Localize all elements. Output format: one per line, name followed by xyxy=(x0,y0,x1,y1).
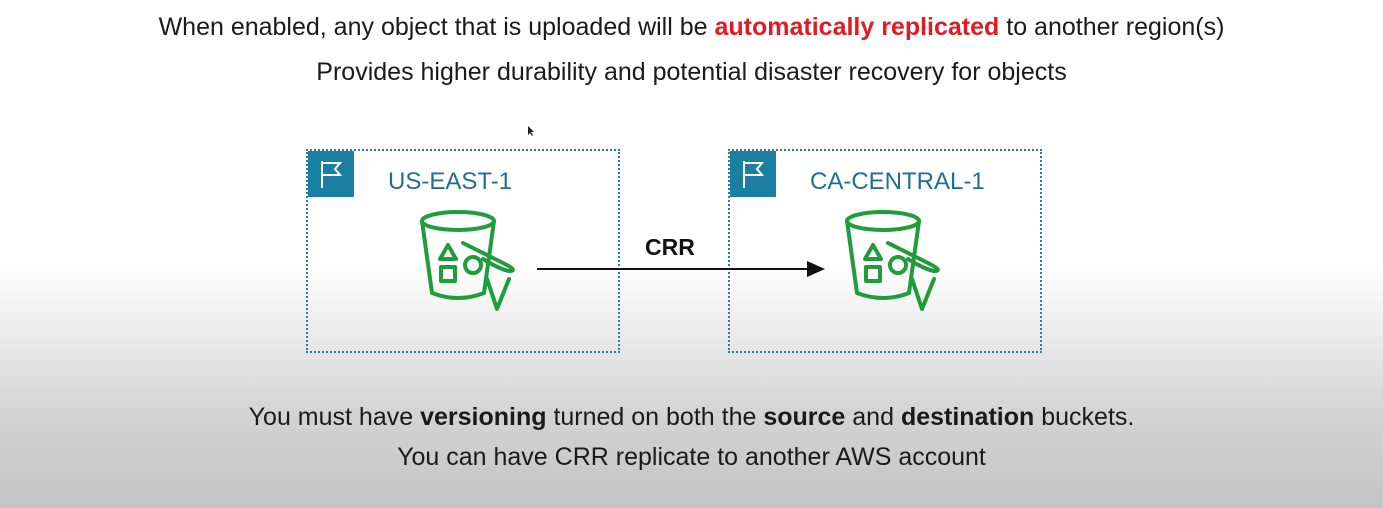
footer-line-1: You must have versioning turned on both … xyxy=(0,403,1383,432)
versioned-bucket-icon xyxy=(420,210,515,311)
source-region-label: US-EAST-1 xyxy=(388,168,513,195)
arrow-label: CRR xyxy=(645,234,695,260)
footer-text: turned on both the xyxy=(546,403,764,431)
intro-line-1-post: to another region(s) xyxy=(999,13,1225,41)
intro-line-1: When enabled, any object that is uploade… xyxy=(0,13,1383,42)
intro-line-2: Provides higher durability and potential… xyxy=(316,58,1067,86)
footer-bold-versioning: versioning xyxy=(420,403,547,431)
mouse-cursor-icon xyxy=(528,126,534,136)
flag-icon xyxy=(308,151,354,197)
footer-bold-source: source xyxy=(763,403,846,431)
versioned-bucket-icon xyxy=(845,210,940,311)
footer-line-2: You can have CRR replicate to another AW… xyxy=(397,443,986,471)
intro-line-1-pre: When enabled, any object that is uploade… xyxy=(158,13,715,41)
highlight-text: automatically replicated xyxy=(714,13,1000,41)
destination-region-box: CA-CENTRAL-1 xyxy=(728,149,1042,353)
replication-arrow xyxy=(537,261,825,277)
destination-region-label: CA-CENTRAL-1 xyxy=(810,168,985,195)
footer-text: You must have xyxy=(248,403,421,431)
flag-icon xyxy=(730,151,776,197)
footer-text: and xyxy=(845,403,901,431)
source-region-box: US-EAST-1 xyxy=(306,149,620,353)
footer-bold-destination: destination xyxy=(900,403,1035,431)
footer-text: buckets. xyxy=(1034,403,1135,431)
